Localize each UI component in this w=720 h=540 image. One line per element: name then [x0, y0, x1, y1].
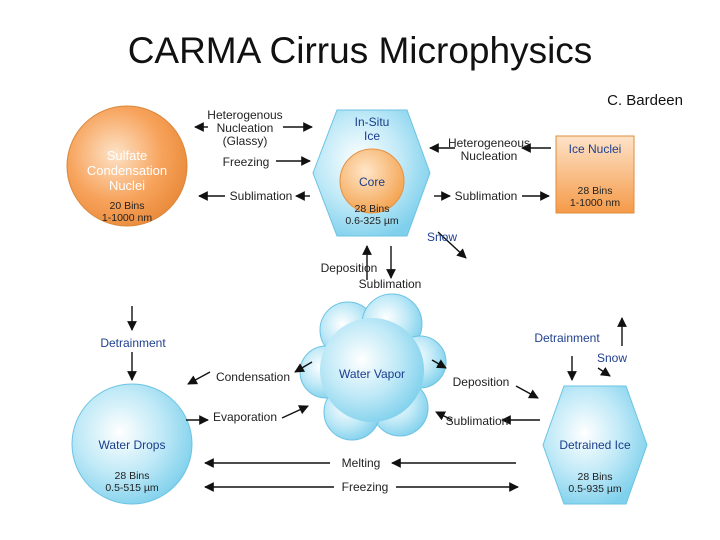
ice-nuclei-bins: 28 Bins	[577, 185, 612, 197]
sublimation-right-label: Sublimation	[455, 189, 518, 203]
condensation-label: Condensation	[216, 370, 290, 384]
process-arrows	[127, 122, 627, 492]
het-right-label-1: Heterogeneous	[448, 136, 530, 150]
het-glassy-label-1: Heterogenous	[207, 108, 282, 122]
sulfate-label-3: Nuclei	[109, 178, 145, 193]
sublimation-bottom-right-label: Sublimation	[446, 414, 509, 428]
water-drops-bins: 28 Bins	[114, 470, 149, 482]
freezing-top-label: Freezing	[223, 155, 270, 169]
deposition-right-arrow-a	[431, 359, 447, 369]
sulfate-range: 1-1000 nm	[102, 212, 152, 224]
sulfate-label-1: Sulfate	[107, 148, 147, 163]
deposition-right-arrow-b	[515, 385, 539, 399]
water-vapor-node: Water Vapor	[299, 293, 447, 441]
detrained-ice-bins: 28 Bins	[577, 471, 612, 483]
insitu-label-2: Ice	[364, 129, 380, 143]
deposition-right-label: Deposition	[453, 375, 510, 389]
insitu-bins: 28 Bins	[354, 203, 389, 215]
het-glassy-label-3: (Glassy)	[223, 134, 268, 148]
detrained-ice-label: Detrained Ice	[559, 438, 631, 452]
sulfate-nuclei-node: Sulfate Condensation Nuclei 20 Bins 1-10…	[66, 105, 188, 227]
snow-top-arrow	[437, 231, 467, 259]
evaporation-label: Evaporation	[213, 410, 277, 424]
snow-right-arrow	[597, 367, 611, 377]
deposition-mid-label: Deposition	[321, 261, 378, 275]
sulfate-label-2: Condensation	[87, 163, 167, 178]
ice-nuclei-label: Ice Nuclei	[569, 142, 622, 156]
sublimation-br-arrow-a	[435, 411, 453, 421]
sulfate-bins: 20 Bins	[109, 200, 144, 212]
water-drops-label: Water Drops	[99, 438, 166, 452]
water-drops-range: 0.5-515 µm	[105, 482, 159, 494]
snow-top-label: Snow	[427, 230, 457, 244]
author-label: C. Bardeen	[607, 92, 683, 109]
process-labels: Heterogenous Nucleation (Glassy) Freezin…	[100, 108, 627, 494]
sublimation-mid-label: Sublimation	[359, 277, 422, 291]
condensation-arrow-a	[187, 371, 211, 385]
page-title: CARMA Cirrus Microphysics	[127, 30, 593, 71]
sublimation-left-label: Sublimation	[230, 189, 293, 203]
detrainment-left-label: Detrainment	[100, 336, 166, 350]
condensation-arrow-b	[294, 361, 313, 373]
ice-nuclei-range: 1-1000 nm	[570, 197, 620, 209]
insitu-core-label: Core	[359, 175, 385, 189]
water-drops-node: Water Drops 28 Bins 0.5-515 µm	[71, 383, 193, 505]
snow-right-label: Snow	[597, 351, 627, 365]
evaporation-arrow-b	[281, 405, 309, 419]
insitu-label-1: In-Situ	[355, 115, 390, 129]
water-vapor-label: Water Vapor	[339, 367, 405, 381]
ice-nuclei-node: Ice Nuclei 28 Bins 1-1000 nm	[555, 135, 635, 214]
het-glassy-label-2: Nucleation	[217, 121, 274, 135]
melting-label: Melting	[342, 456, 381, 470]
insitu-range: 0.6-325 µm	[345, 215, 399, 227]
detrained-ice-node: Detrained Ice 28 Bins 0.5-935 µm	[542, 385, 648, 505]
freezing-bottom-label: Freezing	[342, 480, 389, 494]
detrained-ice-range: 0.5-935 µm	[568, 483, 622, 495]
insitu-ice-node: In-Situ Ice Core 28 Bins 0.6-325 µm	[312, 109, 431, 237]
detrainment-right-label: Detrainment	[534, 331, 600, 345]
het-right-label-2: Nucleation	[461, 149, 518, 163]
